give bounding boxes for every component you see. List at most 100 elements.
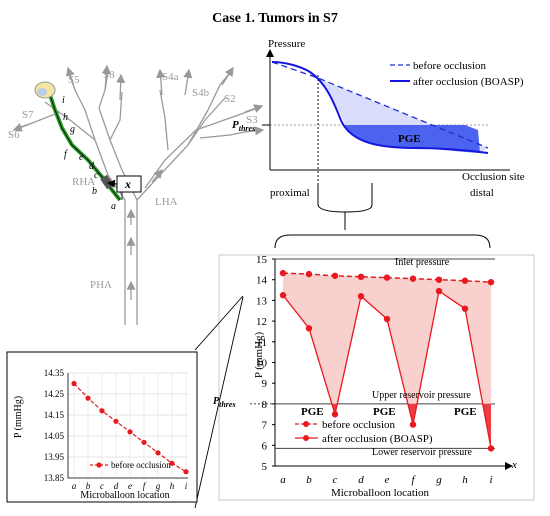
main-legend-before: before occlusion: [322, 419, 395, 431]
after-point-f: [409, 421, 417, 428]
before-point-d: [357, 273, 365, 281]
upper-reservoir-label: Upper reservoir pressure: [372, 390, 471, 401]
before-point-f: [409, 275, 417, 282]
main-ytick-label: 6: [262, 440, 268, 452]
lower-reservoir-label: Lower reservoir pressure: [372, 447, 473, 458]
main-xtick-a: a: [280, 474, 286, 486]
inset-xlabel: Microballoon location: [80, 490, 169, 501]
main-ylabel: P (mmHg): [253, 331, 265, 378]
inset-xtick-f: f: [143, 481, 147, 491]
schematic-before-line: [271, 61, 489, 149]
segment-label-s8: S8: [103, 69, 115, 81]
main-xtick-d: d: [358, 474, 364, 486]
inset-point-a: [71, 380, 77, 387]
schematic-after-line: [271, 61, 489, 154]
before-point-g: [435, 276, 443, 283]
location-label-i: i: [62, 95, 65, 106]
inset-xtick-g: g: [156, 481, 161, 491]
inset-ytick-label: 14.15: [44, 410, 65, 420]
after-point-i: [487, 445, 495, 452]
main-chart-bracket: [274, 234, 491, 249]
location-label-f: f: [64, 149, 68, 160]
inlet-pressure-label: Inlet pressure: [395, 257, 450, 268]
inset-point-i: [183, 469, 189, 475]
pge-label-2: PGE: [373, 406, 396, 418]
main-ytick-label: 15: [256, 254, 268, 266]
inset-ytick-label: 14.35: [44, 368, 65, 378]
schematic-brace: [317, 183, 373, 230]
main-ytick-label: 5: [262, 461, 268, 473]
after-point-b: [305, 325, 313, 332]
vessel-label-rha: RHA: [72, 176, 95, 188]
inset-point-e: [127, 429, 133, 435]
schematic-legend-before: before occlusion: [413, 60, 486, 72]
pge-label-3: PGE: [454, 406, 477, 418]
inset-point-h: [169, 460, 175, 466]
after-point-a: [279, 292, 287, 299]
hepatic-artery-tree: x S7 S5 S8 S4a S4b S2 S3 S6 RHA LHA PHA …: [8, 64, 265, 325]
location-label-a: a: [111, 201, 116, 212]
inset-legend: before occlusion: [111, 460, 171, 470]
before-point-a: [279, 269, 287, 277]
main-xtick-h: h: [462, 474, 468, 486]
after-point-g: [435, 287, 443, 295]
location-label-h: h: [63, 112, 68, 123]
before-point-e: [383, 274, 391, 281]
inset-xtick-i: i: [185, 481, 188, 491]
main-x-axis-arrow: [505, 462, 513, 470]
schematic-pthres: Pthres: [232, 119, 255, 133]
before-point-h: [461, 277, 469, 284]
segment-label-s6: S6: [8, 129, 20, 141]
schematic-pge-label: PGE: [398, 133, 421, 145]
main-ytick-label: 10: [256, 358, 268, 370]
location-label-d: d: [89, 161, 95, 172]
inset-ytick-label: 13.85: [44, 473, 65, 483]
inset-xtick-e: e: [128, 481, 132, 491]
inset-point-g: [155, 450, 161, 456]
inset-ylabel: P (mmHg): [13, 396, 24, 438]
inset-xtick-h: h: [170, 481, 175, 491]
segment-label-s4b: S4b: [192, 87, 210, 99]
main-x-axis-var: x: [511, 459, 517, 471]
segment-label-s5: S5: [68, 74, 80, 86]
main-ytick-label: 8: [262, 399, 268, 411]
segment-label-s3: S3: [246, 114, 258, 126]
inset-xtick-d: d: [114, 481, 119, 491]
main-ytick-label: 9: [262, 378, 268, 390]
inset-ytick-label: 14.05: [44, 431, 65, 441]
main-ytick-label: 7: [262, 420, 268, 432]
main-xtick-g: g: [436, 474, 442, 486]
main-xlabel: Microballoon location: [331, 487, 430, 499]
main-chart-frame: [218, 254, 535, 501]
after-point-e: [383, 315, 391, 323]
main-xtick-i: i: [489, 474, 492, 486]
schematic-legend-after: after occlusion (BOASP): [413, 76, 524, 88]
inset-xtick-c: c: [100, 481, 104, 491]
segment-label-s2: S2: [224, 93, 236, 105]
after-point-h: [461, 305, 469, 312]
main-pthres: Pthres: [213, 396, 236, 409]
inset-xtick-b: b: [86, 481, 91, 491]
pge-label-1: PGE: [301, 406, 324, 418]
inset-point-b: [85, 395, 91, 401]
before-point-b: [305, 270, 313, 278]
inset-point-c: [99, 408, 105, 414]
before-point-c: [331, 272, 339, 279]
before-point-i: [487, 278, 495, 286]
after-point-d: [357, 293, 365, 300]
main-ytick-label: 12: [256, 316, 267, 328]
schematic-pge-area: [345, 125, 480, 153]
vessel-label-lha: LHA: [155, 196, 178, 208]
inset-point-d: [113, 418, 119, 424]
segment-label-s7: S7: [22, 109, 34, 121]
schematic-xlabel: Occlusion site: [462, 171, 525, 183]
main-legend-after: after occlusion (BOASP): [322, 433, 433, 445]
location-label-g: g: [70, 124, 75, 135]
location-label-b: b: [92, 186, 97, 197]
